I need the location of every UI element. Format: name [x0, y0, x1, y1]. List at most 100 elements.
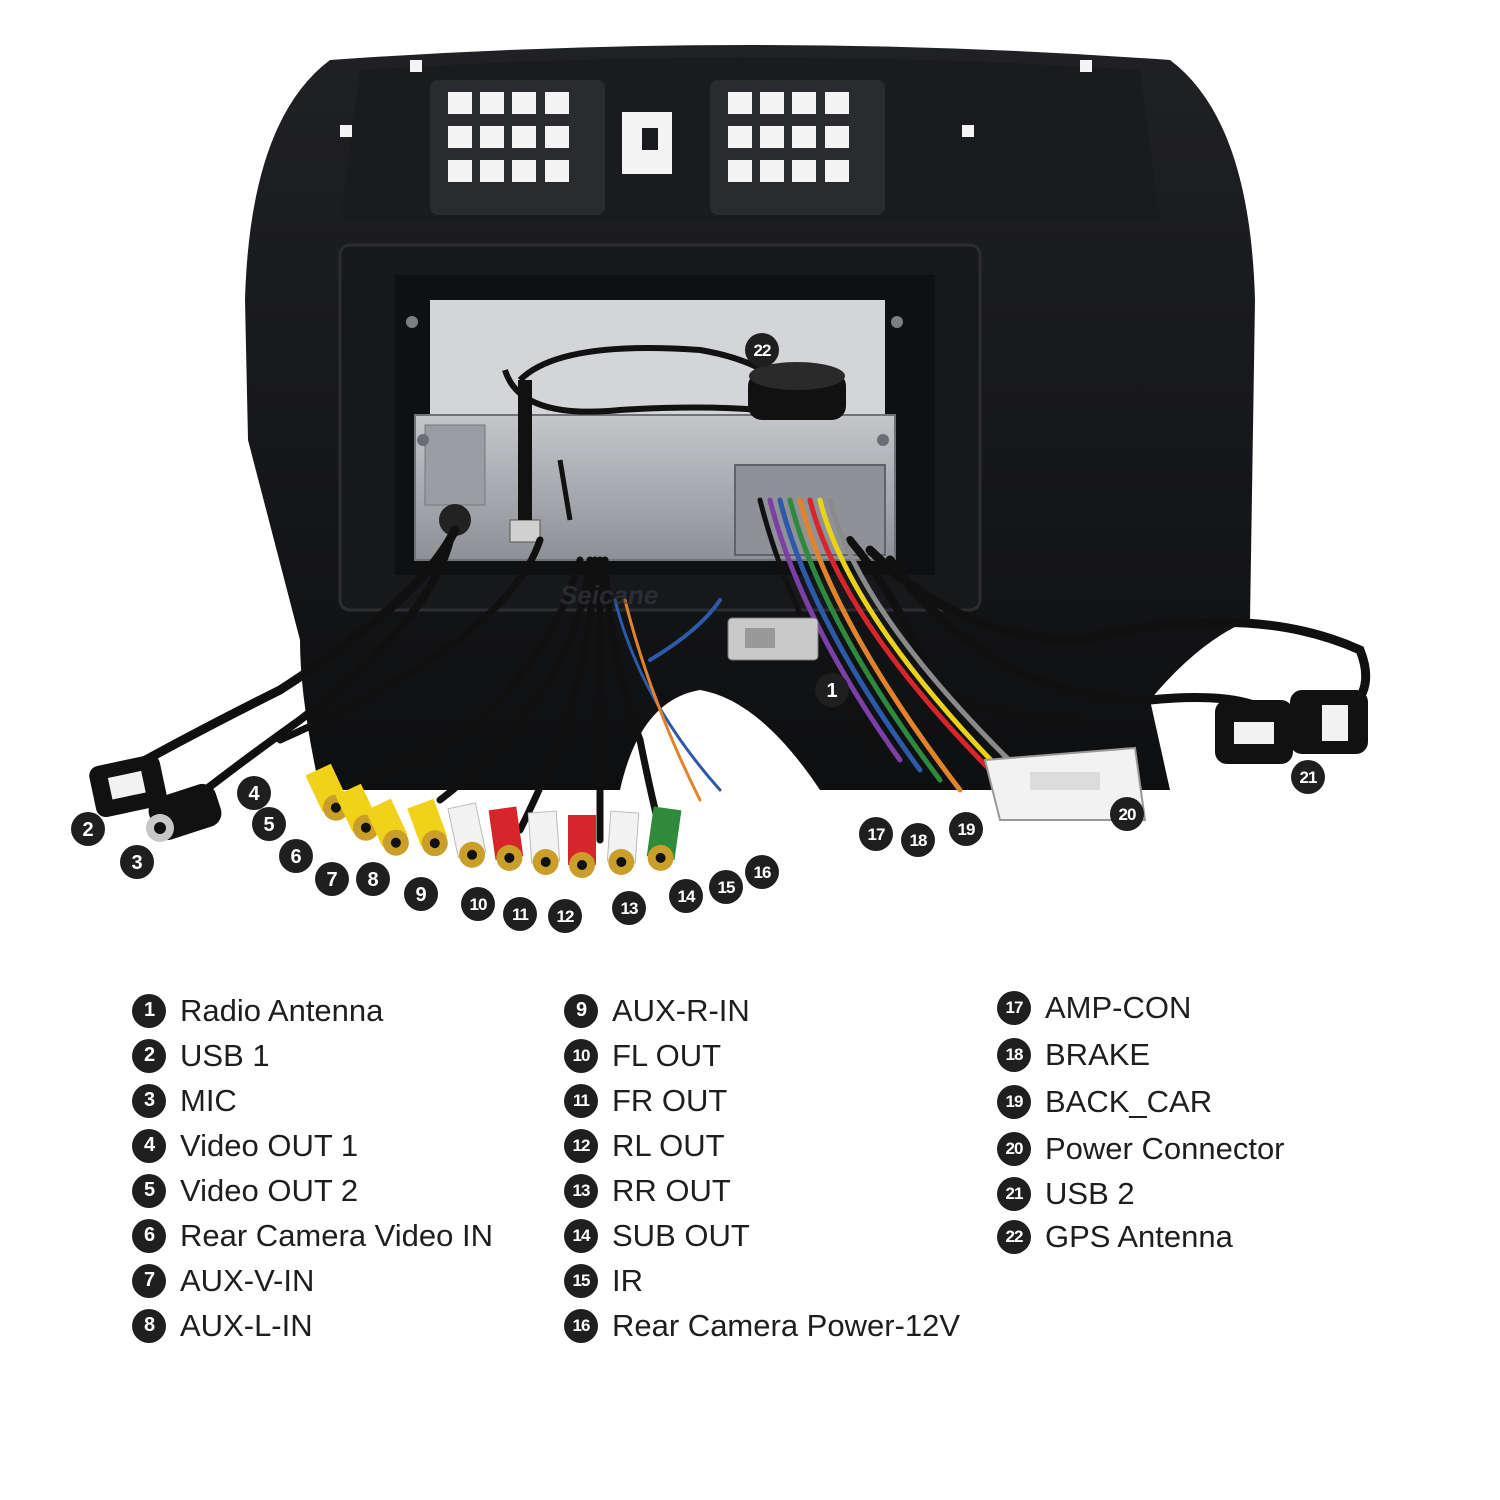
marker-3: 3: [120, 845, 154, 879]
marker-22: 22: [745, 333, 779, 367]
marker-15: 15: [709, 870, 743, 904]
marker-21: 21: [1291, 760, 1325, 794]
svg-text:9: 9: [415, 884, 426, 906]
marker-5: 5: [252, 807, 286, 841]
svg-text:18: 18: [910, 831, 927, 850]
marker-9: 9: [404, 877, 438, 911]
marker-10: 10: [461, 887, 495, 921]
svg-text:22: 22: [754, 341, 771, 360]
left-air-vent: [430, 80, 605, 215]
legend-label: USB 2: [1045, 1175, 1135, 1211]
marker-18: 18: [901, 823, 935, 857]
marker-13: 13: [612, 891, 646, 925]
legend-label: AMP-CON: [1045, 989, 1192, 1025]
marker-20: 20: [1110, 797, 1144, 831]
marker-4: 4: [237, 776, 271, 810]
marker-6: 6: [279, 839, 313, 873]
svg-text:8: 8: [367, 869, 378, 891]
head-unit: [406, 300, 903, 561]
legend-label: Video OUT 1: [180, 1127, 359, 1163]
legend-number-badge: 20: [997, 1131, 1031, 1166]
legend-item: 18 BRAKE: [997, 1031, 1285, 1078]
mic-plug: [146, 783, 222, 842]
legend-number-badge: 21: [997, 1176, 1031, 1211]
rca-plugs: [305, 763, 682, 878]
svg-text:19: 19: [958, 820, 975, 839]
legend-label: SUB OUT: [612, 1217, 750, 1253]
svg-text:13: 13: [621, 899, 638, 918]
watermark: Seicane: [560, 580, 658, 610]
legend-label: BRAKE: [1045, 1036, 1151, 1072]
legend-item: 21 USB 2: [997, 1172, 1285, 1215]
marker-8: 8: [356, 862, 390, 896]
power-connector: [983, 746, 1147, 821]
legend-item: 16 Rear Camera Power-12V: [564, 1303, 960, 1348]
svg-text:7: 7: [326, 869, 337, 891]
marker-19: 19: [949, 812, 983, 846]
right-air-vent: [710, 80, 885, 215]
legend-label: Radio Antenna: [180, 992, 384, 1028]
marker-16: 16: [745, 855, 779, 889]
legend-number-badge: 1: [132, 993, 166, 1028]
legend-number-badge: 19: [997, 1084, 1031, 1119]
legend-item: 20 Power Connector: [997, 1125, 1285, 1172]
legend-number-badge: 12: [564, 1128, 598, 1163]
iso-connector: [727, 617, 819, 661]
legend-item: 15 IR: [564, 1258, 960, 1303]
legend-number-badge: 15: [564, 1263, 598, 1298]
legend-number-badge: 8: [132, 1308, 166, 1343]
legend-label: BACK_CAR: [1045, 1083, 1213, 1119]
gps-antenna: [502, 345, 846, 420]
legend-label: Power Connector: [1045, 1130, 1285, 1166]
marker-1: 1: [815, 673, 849, 707]
svg-text:14: 14: [678, 887, 696, 906]
svg-text:20: 20: [1119, 805, 1136, 824]
legend-label: IR: [612, 1262, 643, 1298]
marker-7: 7: [315, 862, 349, 896]
legend-number-badge: 11: [564, 1083, 598, 1118]
legend-label: RL OUT: [612, 1127, 725, 1163]
legend-label: Rear Camera Video IN: [180, 1217, 494, 1253]
usb-plug-2: [1215, 690, 1368, 764]
legend-label: GPS Antenna: [1045, 1218, 1233, 1254]
wiring-diagram: Seicane 1 2 3 4 5 6 7 8 9 10 11 12 13 14…: [71, 45, 1371, 933]
svg-text:12: 12: [557, 907, 574, 926]
legend-number-badge: 3: [132, 1083, 166, 1118]
legend-item: 1 Radio Antenna: [132, 988, 493, 1033]
legend-label: USB 1: [180, 1037, 270, 1073]
legend-item: 3 MIC: [132, 1078, 493, 1123]
legend-label: Rear Camera Power-12V: [612, 1307, 961, 1343]
legend-item: 4 Video OUT 1: [132, 1123, 493, 1168]
svg-text:21: 21: [1300, 768, 1317, 787]
legend-label: RR OUT: [612, 1172, 731, 1208]
marker-17: 17: [859, 817, 893, 851]
legend-number-badge: 16: [564, 1308, 598, 1343]
svg-text:2: 2: [82, 819, 93, 841]
legend-item: 19 BACK_CAR: [997, 1078, 1285, 1125]
legend-label: AUX-V-IN: [180, 1262, 315, 1298]
legend-number-badge: 5: [132, 1173, 166, 1208]
marker-11: 11: [503, 897, 537, 931]
legend-number-badge: 13: [564, 1173, 598, 1208]
usb-plug-1: [89, 754, 167, 818]
svg-text:5: 5: [263, 814, 274, 836]
svg-text:16: 16: [754, 863, 771, 882]
legend-label: MIC: [180, 1082, 237, 1118]
legend-number-badge: 4: [132, 1128, 166, 1163]
legend-item: 13 RR OUT: [564, 1168, 960, 1213]
svg-text:15: 15: [718, 878, 735, 897]
legend-number-badge: 18: [997, 1037, 1031, 1072]
legend-item: 12 RL OUT: [564, 1123, 960, 1168]
svg-text:3: 3: [131, 852, 142, 874]
svg-text:6: 6: [290, 846, 301, 868]
